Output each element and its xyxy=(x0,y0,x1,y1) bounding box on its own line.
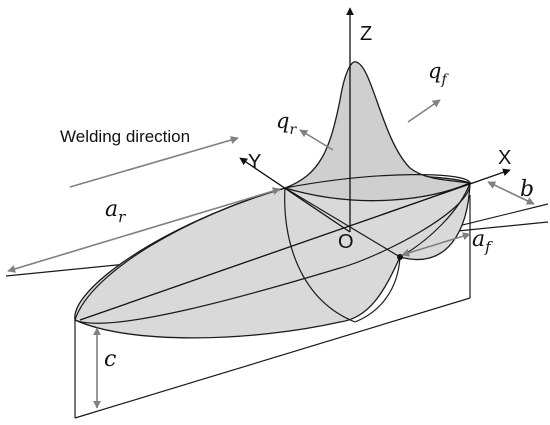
q-r-arrow xyxy=(299,129,334,151)
q-r-label: qr xyxy=(276,109,297,138)
z-axis-label: Z xyxy=(360,23,372,45)
dimension-arrows xyxy=(7,99,535,409)
x-axis-label: X xyxy=(498,147,511,169)
a-r-label: ar xyxy=(105,197,126,226)
c-label: c xyxy=(104,347,116,372)
y-axis-label: Y xyxy=(248,151,261,173)
origin-label: O xyxy=(338,231,354,253)
b-dimension xyxy=(487,181,535,205)
q-f-label: qf xyxy=(428,59,449,88)
a-f-dimension xyxy=(401,232,471,257)
b-label: b xyxy=(520,177,534,202)
y-axis xyxy=(239,157,351,233)
x-axis xyxy=(79,168,511,321)
q-f-arrow xyxy=(407,99,441,123)
a-r-dimension xyxy=(7,187,281,273)
welding-direction-arrow xyxy=(69,136,239,188)
a-f-label: af xyxy=(472,227,493,256)
welding-direction-label: Welding direction xyxy=(60,127,190,146)
heat-flux-peak xyxy=(282,61,473,202)
coordinate-axes xyxy=(79,7,511,321)
